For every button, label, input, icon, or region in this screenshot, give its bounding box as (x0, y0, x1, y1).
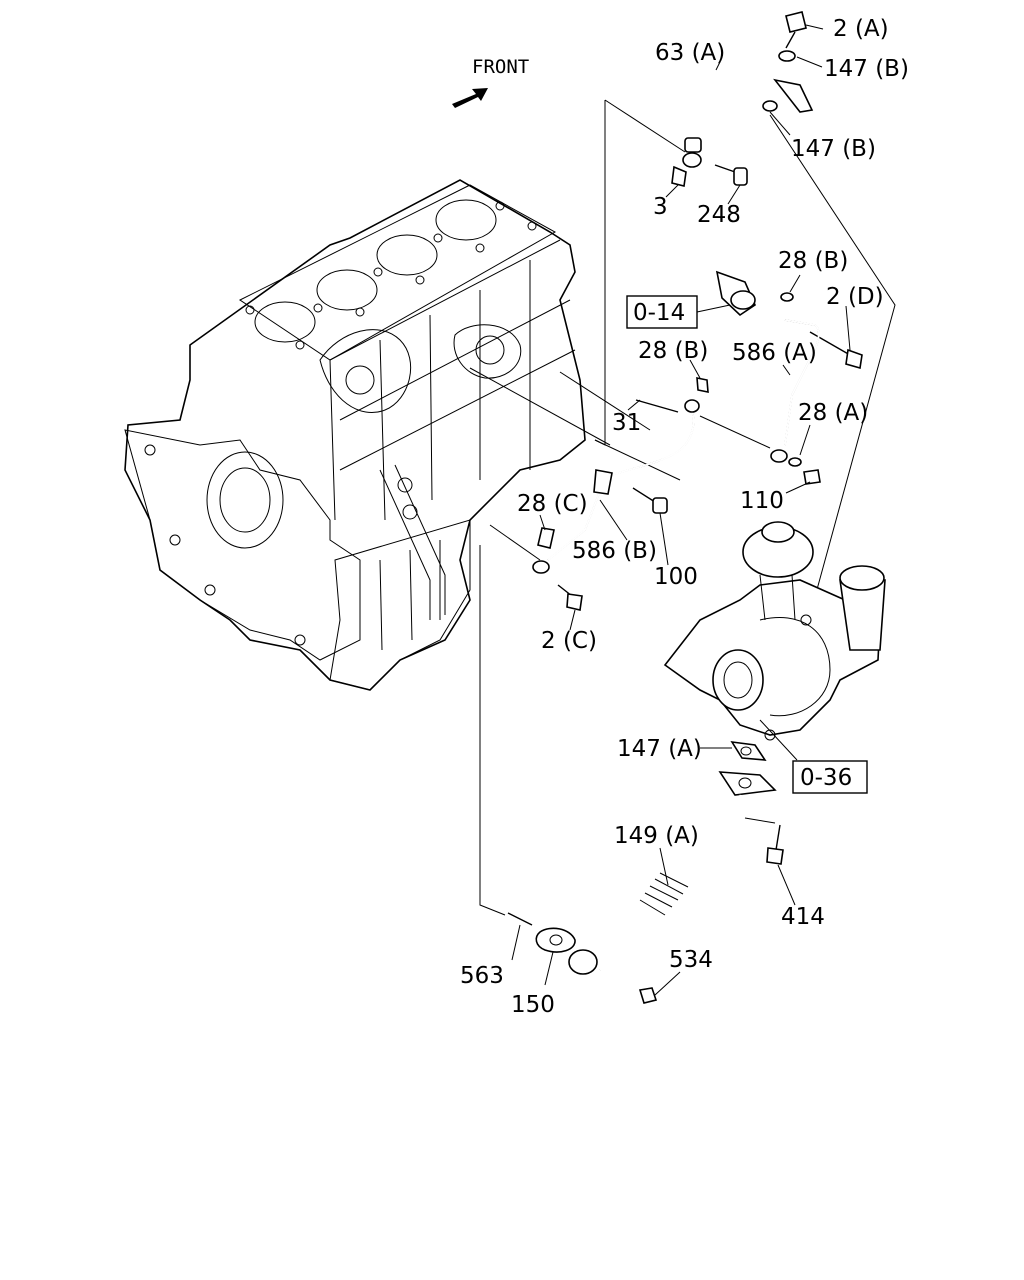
engine-block (124, 179, 586, 691)
oil-feed-pipe-63a (682, 46, 814, 168)
callout-28c: 28 (C) (517, 491, 588, 517)
front-indicator: FRONT (452, 56, 529, 108)
ref-box-0-36 (792, 760, 868, 794)
callout-563: 563 (460, 963, 504, 989)
callout-0-14: 0-14 (633, 300, 685, 326)
callout-147a: 147 (A) (617, 736, 702, 762)
callout-63a: 63 (A) (655, 40, 725, 66)
callout-2a: 2 (A) (833, 16, 889, 42)
callout-248: 248 (697, 202, 741, 228)
callout-414: 414 (781, 904, 825, 930)
callout-149a: 149 (A) (614, 823, 699, 849)
ref-box-0-14 (626, 295, 698, 329)
callout-28a: 28 (A) (798, 400, 868, 426)
callout-586a: 586 (A) (732, 340, 817, 366)
turbocharger (663, 521, 886, 741)
callout-labels: 2 (A) 147 (B) 63 (A) 147 (B) 3 248 28 (B… (460, 16, 909, 1018)
reference-lines (469, 99, 896, 916)
callout-3: 3 (653, 194, 668, 220)
leader-lines (511, 24, 851, 996)
lower-hardware (507, 824, 784, 1004)
callout-28b-mid: 28 (B) (638, 338, 708, 364)
callout-0-36: 0-36 (800, 765, 852, 791)
hardware (532, 11, 863, 611)
callout-150: 150 (511, 992, 555, 1018)
callout-2d: 2 (D) (826, 284, 884, 310)
callout-100: 100 (654, 564, 698, 590)
callout-586b: 586 (B) (572, 538, 657, 564)
callout-31: 31 (612, 410, 641, 436)
callout-534: 534 (669, 947, 713, 973)
callout-2c: 2 (C) (541, 628, 597, 654)
gasket-147a (730, 740, 767, 761)
callout-147b-lower: 147 (B) (791, 136, 876, 162)
front-arrow-icon (452, 88, 488, 108)
callout-147b-top: 147 (B) (824, 56, 909, 82)
front-label: FRONT (472, 56, 529, 78)
oil-return-pipe-149a (568, 771, 777, 975)
callout-28b-right: 28 (B) (778, 248, 848, 274)
callout-110: 110 (740, 488, 784, 514)
